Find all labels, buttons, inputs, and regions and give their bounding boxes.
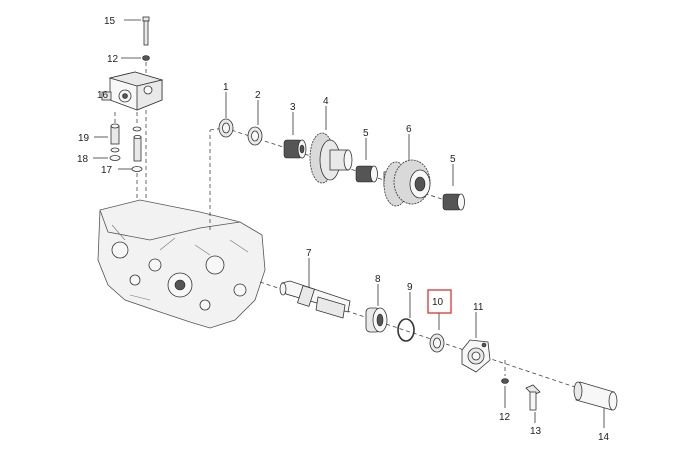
callout-11[interactable]: 11 [473, 302, 484, 313]
callout-1[interactable]: 1 [223, 82, 229, 93]
o-ring [110, 147, 120, 153]
callout-4[interactable]: 4 [323, 96, 329, 107]
part-5-needle-bearing-right[interactable] [442, 164, 465, 211]
callout-17[interactable]: 17 [101, 165, 113, 176]
part-3-needle-bearing[interactable] [283, 112, 307, 159]
part-8-bearing[interactable] [365, 284, 388, 333]
part-6-gear[interactable] [383, 134, 431, 207]
part-16-valve-block[interactable] [101, 71, 164, 111]
callout-5-right[interactable]: 5 [450, 154, 456, 165]
callout-16[interactable]: 16 [97, 90, 109, 101]
callout-2[interactable]: 2 [255, 90, 261, 101]
part-15-bolt[interactable] [124, 16, 150, 46]
part-18-washer[interactable] [93, 155, 121, 161]
part-17-sleeve[interactable] [118, 112, 143, 172]
part-13-bolt[interactable] [525, 384, 541, 423]
part-7-shaft[interactable] [279, 258, 351, 319]
part-14-sleeve[interactable] [573, 381, 618, 428]
part-10-seal[interactable] [429, 313, 445, 353]
callout-10[interactable]: 10 [432, 297, 444, 308]
transmission-housing [97, 199, 266, 329]
part-5-needle-bearing[interactable] [355, 138, 378, 183]
callout-10-highlight [427, 289, 452, 314]
callout-15[interactable]: 15 [104, 16, 116, 27]
part-4-gear[interactable] [309, 106, 353, 184]
part-12-washer[interactable] [121, 55, 150, 61]
callout-8[interactable]: 8 [375, 274, 381, 285]
callout-12-bottom[interactable]: 12 [499, 412, 511, 423]
callout-13[interactable]: 13 [530, 426, 542, 437]
callout-19[interactable]: 19 [78, 133, 90, 144]
part-12-washer-bottom[interactable] [501, 360, 509, 408]
callout-5-left[interactable]: 5 [363, 128, 369, 139]
part-11-cover[interactable] [461, 312, 491, 373]
part-2-bearing[interactable] [247, 100, 263, 146]
callout-18[interactable]: 18 [77, 154, 89, 165]
callout-7[interactable]: 7 [306, 248, 312, 259]
callout-3[interactable]: 3 [290, 102, 296, 113]
callout-9[interactable]: 9 [407, 282, 413, 293]
part-1-seal[interactable] [218, 92, 234, 138]
part-9-circlip[interactable] [397, 292, 415, 342]
part-19-plug[interactable] [94, 112, 120, 145]
callout-6[interactable]: 6 [406, 124, 412, 135]
callout-12-top[interactable]: 12 [107, 54, 119, 65]
callout-14[interactable]: 14 [598, 432, 610, 443]
